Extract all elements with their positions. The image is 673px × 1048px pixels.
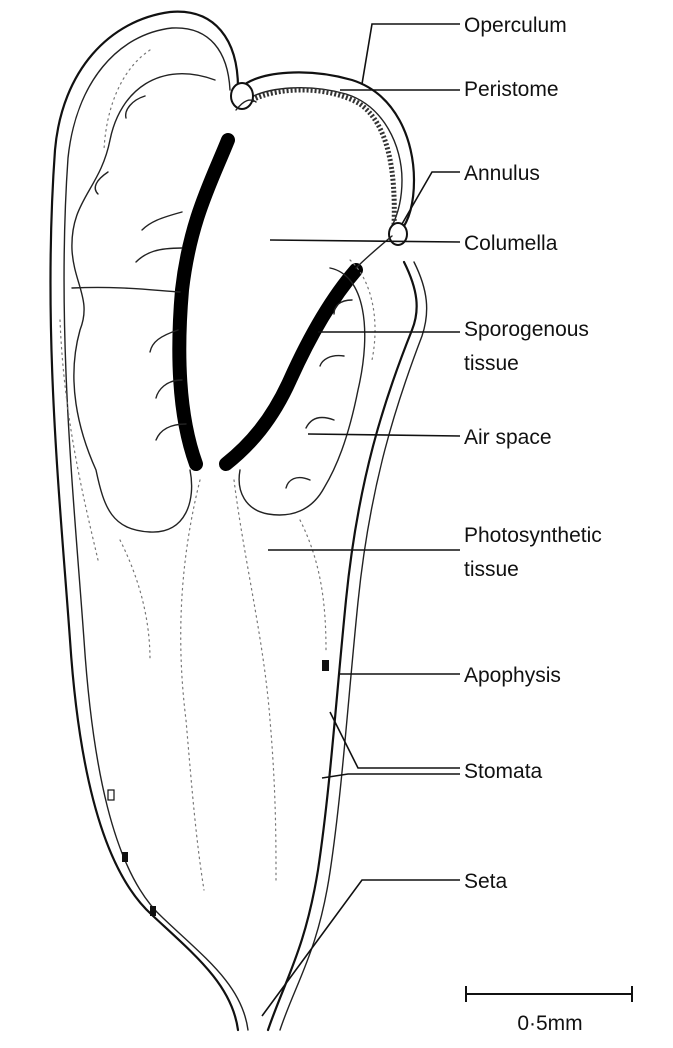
columella bbox=[236, 100, 392, 268]
label-annulus: Annulus bbox=[464, 162, 540, 185]
leader-lines bbox=[262, 24, 460, 1016]
leader-operculum bbox=[362, 24, 460, 84]
stomata-marks bbox=[108, 660, 329, 916]
label-apophysis: Apophysis bbox=[464, 664, 561, 687]
capsule-wall bbox=[50, 12, 426, 1030]
leader-stomata-b bbox=[322, 774, 460, 778]
leader-annulus bbox=[402, 172, 460, 224]
label-photosynthetic-1: Photosynthetic bbox=[464, 524, 602, 547]
label-sporogenous-1: Sporogenous bbox=[464, 318, 589, 341]
leader-stomata-a bbox=[330, 712, 460, 768]
sporogenous-tissue bbox=[179, 140, 356, 464]
label-peristome: Peristome bbox=[464, 78, 559, 101]
label-sporogenous-2: tissue bbox=[464, 352, 519, 375]
label-seta: Seta bbox=[464, 870, 508, 893]
air-space-chambers bbox=[72, 74, 365, 532]
leader-air-space bbox=[308, 434, 460, 436]
label-photosynthetic-2: tissue bbox=[464, 558, 519, 581]
scale-bar-label: 0·5mm bbox=[517, 1012, 582, 1035]
scale-bar: 0·5mm bbox=[466, 986, 632, 1035]
label-columella: Columella bbox=[464, 232, 558, 255]
annulus-left bbox=[231, 83, 253, 109]
label-operculum: Operculum bbox=[464, 14, 567, 37]
leader-seta bbox=[262, 880, 460, 1016]
leader-columella bbox=[270, 240, 460, 242]
label-stomata: Stomata bbox=[464, 760, 543, 783]
label-air-space: Air space bbox=[464, 426, 552, 449]
labels: Operculum Peristome Annulus Columella Sp… bbox=[464, 14, 602, 893]
